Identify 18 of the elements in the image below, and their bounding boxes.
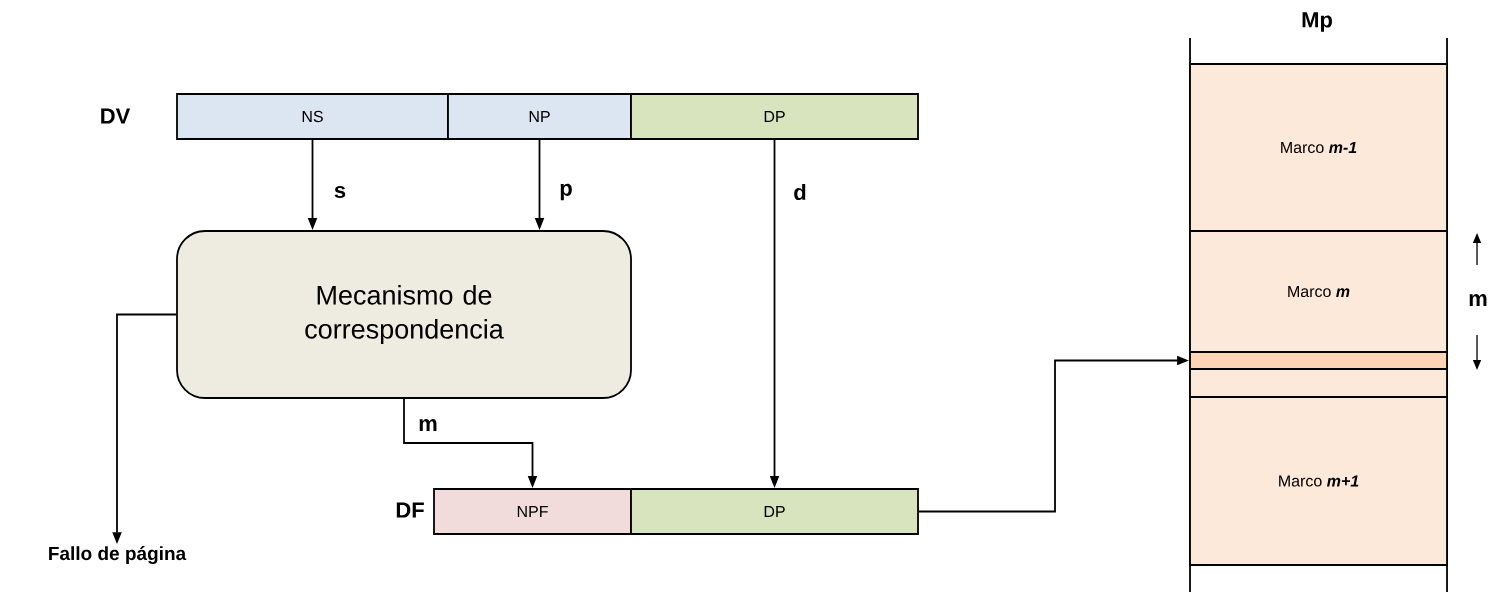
- edge-label: d: [794, 183, 806, 201]
- band: [1189, 368, 1448, 398]
- field-box: NS: [176, 93, 449, 140]
- edge-label: s: [334, 185, 346, 199]
- output-label: Fallo de página: [49, 546, 187, 564]
- field-box: Marco m: [1189, 230, 1448, 353]
- row-label: DF: [396, 502, 424, 518]
- field-box: DP: [630, 488, 919, 535]
- edge-label: m: [419, 419, 437, 431]
- field-box: Marco m-1: [1189, 63, 1448, 232]
- row-label: DV: [101, 108, 131, 124]
- field-box: DP: [630, 93, 919, 140]
- field-box: NPF: [433, 488, 632, 535]
- size-label: m: [1469, 294, 1487, 306]
- process-box: Mecanismo de correspondencia: [176, 230, 632, 399]
- edge-label: p: [560, 183, 572, 201]
- field-box: NP: [447, 93, 632, 140]
- column-title: Mp: [1302, 12, 1332, 32]
